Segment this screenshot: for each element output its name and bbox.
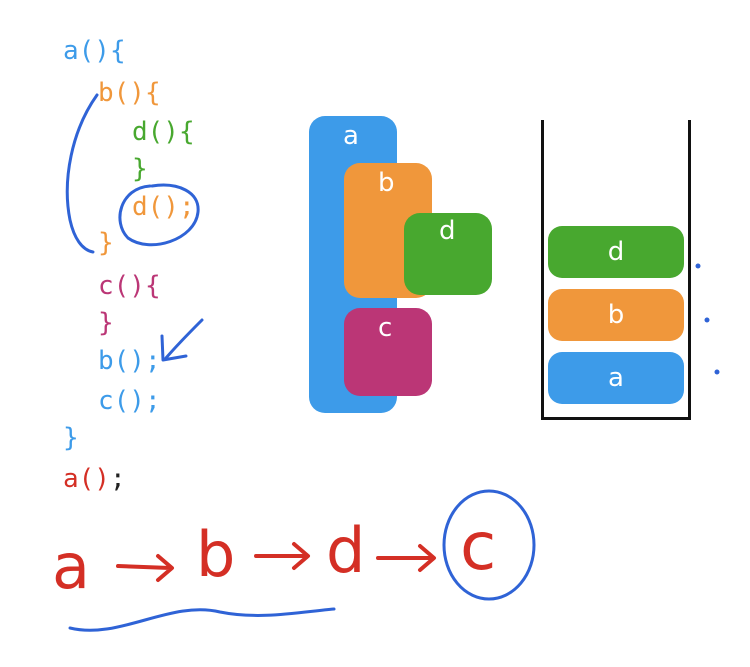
code-line-b-close: } xyxy=(98,228,114,258)
seq-letter-b: b xyxy=(196,518,236,591)
code-line-c-call: c(); xyxy=(98,386,161,416)
stack-item-a: a xyxy=(548,352,684,404)
code-line-b-def: b(){ xyxy=(98,78,161,108)
a-call-semicolon: ; xyxy=(109,464,126,494)
stack-item-b: b xyxy=(548,289,684,341)
pen-underline-wave xyxy=(68,607,336,632)
code-line-c-close: } xyxy=(98,308,114,338)
seq-letter-a: a xyxy=(52,530,90,603)
pen-bracket-b xyxy=(65,93,99,254)
code-line-d-close: } xyxy=(132,154,148,184)
block-d-label: d xyxy=(439,216,456,246)
code-line-c-def: c(){ xyxy=(98,271,161,301)
code-line-a-call: a(); xyxy=(63,464,126,494)
seq-arrow-2 xyxy=(254,542,310,570)
pen-arrow-head xyxy=(160,334,188,362)
stack-item-d: d xyxy=(548,226,684,278)
seq-arrow-3 xyxy=(376,544,436,572)
block-a-label: a xyxy=(343,121,359,151)
pen-dot-1 xyxy=(695,263,701,269)
pen-circle-d-call xyxy=(118,183,200,247)
code-line-a-close: } xyxy=(63,423,79,453)
pen-dot-2 xyxy=(704,317,710,323)
block-b-label: b xyxy=(378,168,395,198)
block-d xyxy=(404,213,492,295)
a-call-text: a() xyxy=(63,464,110,494)
call-stack-container xyxy=(541,120,691,420)
pen-dot-3 xyxy=(714,369,720,375)
seq-letter-d: d xyxy=(326,514,366,587)
pen-circle-c xyxy=(442,489,536,601)
code-line-d-call: d(); xyxy=(132,192,195,222)
block-c-label: c xyxy=(378,313,393,343)
block-c xyxy=(344,308,432,396)
seq-arrow-1 xyxy=(116,554,174,582)
seq-letter-c: c xyxy=(460,508,497,585)
pen-arrow-line xyxy=(164,318,204,360)
code-line-a-def: a(){ xyxy=(63,36,126,66)
code-line-d-def: d(){ xyxy=(132,117,195,147)
code-line-b-call: b(); xyxy=(98,346,161,376)
